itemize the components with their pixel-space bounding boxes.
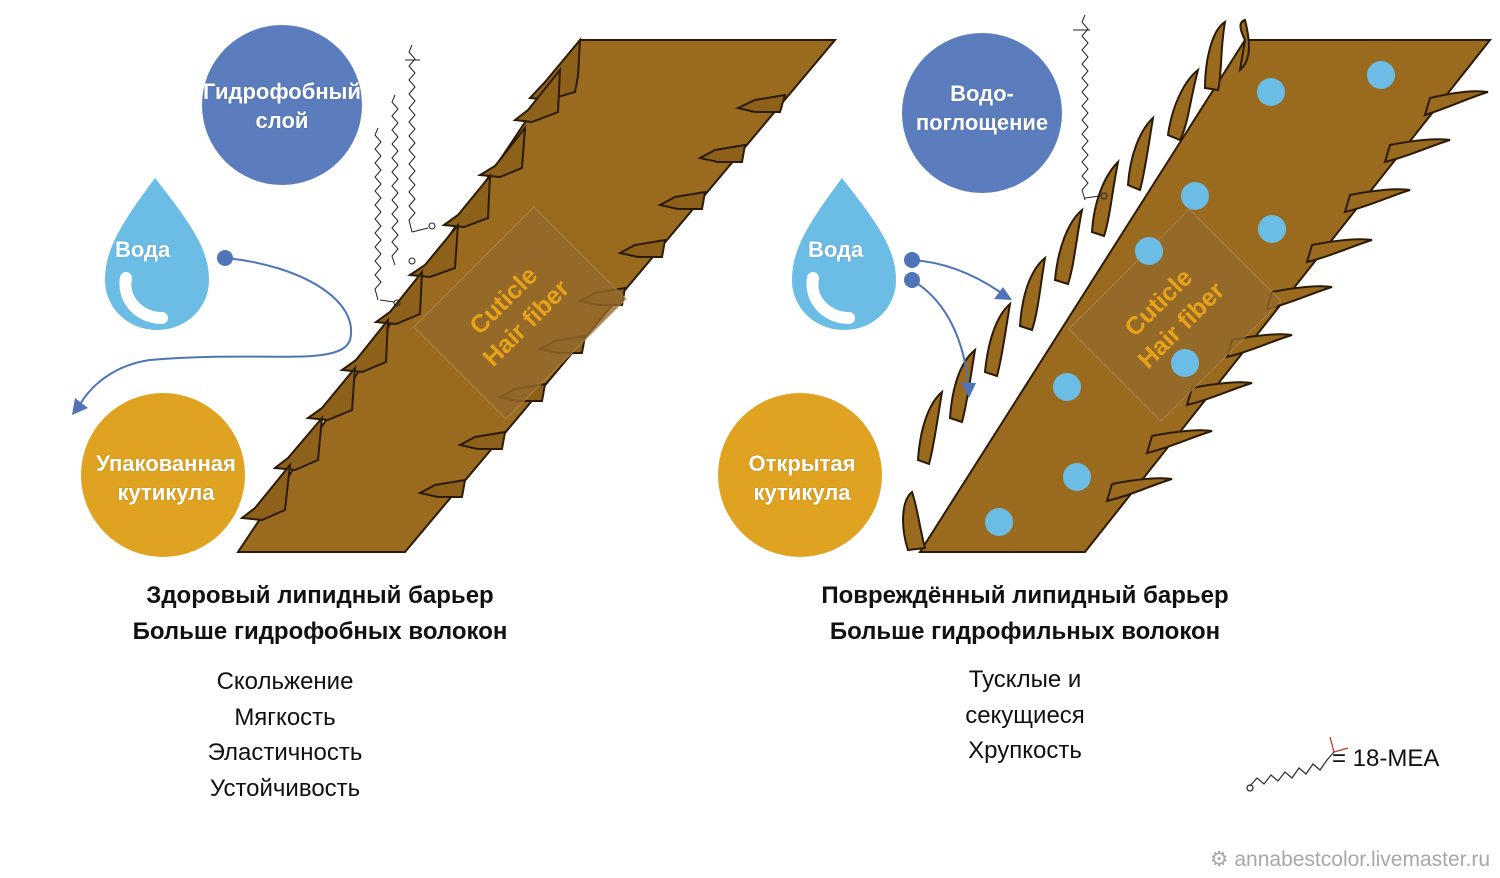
water-label-right: Вода xyxy=(808,237,864,262)
property-item: Устойчивость xyxy=(209,774,361,802)
left-heading-line1: Здоровый липидный барьер xyxy=(146,582,494,609)
right-heading-line1: Повреждённый липидный барьер xyxy=(821,582,1229,609)
damaged-hair-fiber xyxy=(718,14,1493,557)
water-deflection-arrow xyxy=(77,250,353,409)
water-absorption-circle xyxy=(902,33,1062,193)
left-properties-list: Скольжение Мягкость Эластичность Устойчи… xyxy=(185,664,385,806)
property-item: Эластичность xyxy=(207,739,363,766)
water-penetration-arrows xyxy=(904,252,1001,381)
left-heading-line2: Больше гидрофобных волокон xyxy=(132,618,508,645)
property-item: Мягкость xyxy=(234,703,336,731)
absorbed-water-dots xyxy=(985,61,1395,536)
property-item: Тусклые и xyxy=(968,666,1082,693)
watermark: ⚙ annabestcolor.livemaster.ru xyxy=(1210,847,1490,872)
hydrophobic-layer-circle xyxy=(202,25,362,185)
right-properties-list: Тусклые и секущиеся Хрупкость xyxy=(925,662,1125,769)
healthy-hair-fiber xyxy=(72,25,838,557)
packed-cuticle-label: Упакованная кутикула xyxy=(96,451,236,505)
gear-icon: ⚙ xyxy=(1209,848,1229,871)
water-drop-icon xyxy=(105,178,209,330)
packed-cuticle-circle xyxy=(81,393,245,557)
right-heading-line2: Больше гидрофильных волокон xyxy=(829,618,1221,645)
water-label-left: Вода xyxy=(115,237,171,262)
legend-label: = 18-MEA xyxy=(1332,745,1440,772)
water-drop-icon-right xyxy=(792,178,896,330)
hydrophobic-layer-label: Гидрофобный слой xyxy=(203,79,361,133)
open-cuticle-circle xyxy=(718,393,882,557)
property-item: Хрупкость xyxy=(968,737,1082,764)
property-item: Скольжение xyxy=(216,668,354,695)
left-heading: Здоровый липидный барьер Больше гидрофоб… xyxy=(100,578,540,650)
18-mea-molecule-icon xyxy=(1246,736,1349,792)
property-item: секущиеся xyxy=(965,701,1085,729)
watermark-text: annabestcolor.livemaster.ru xyxy=(1234,848,1490,871)
open-cuticle-label: Открытая кутикула xyxy=(748,451,856,505)
right-heading: Повреждённый липидный барьер Больше гидр… xyxy=(790,578,1260,650)
water-absorption-label: Водо-поглощение xyxy=(915,81,1049,135)
